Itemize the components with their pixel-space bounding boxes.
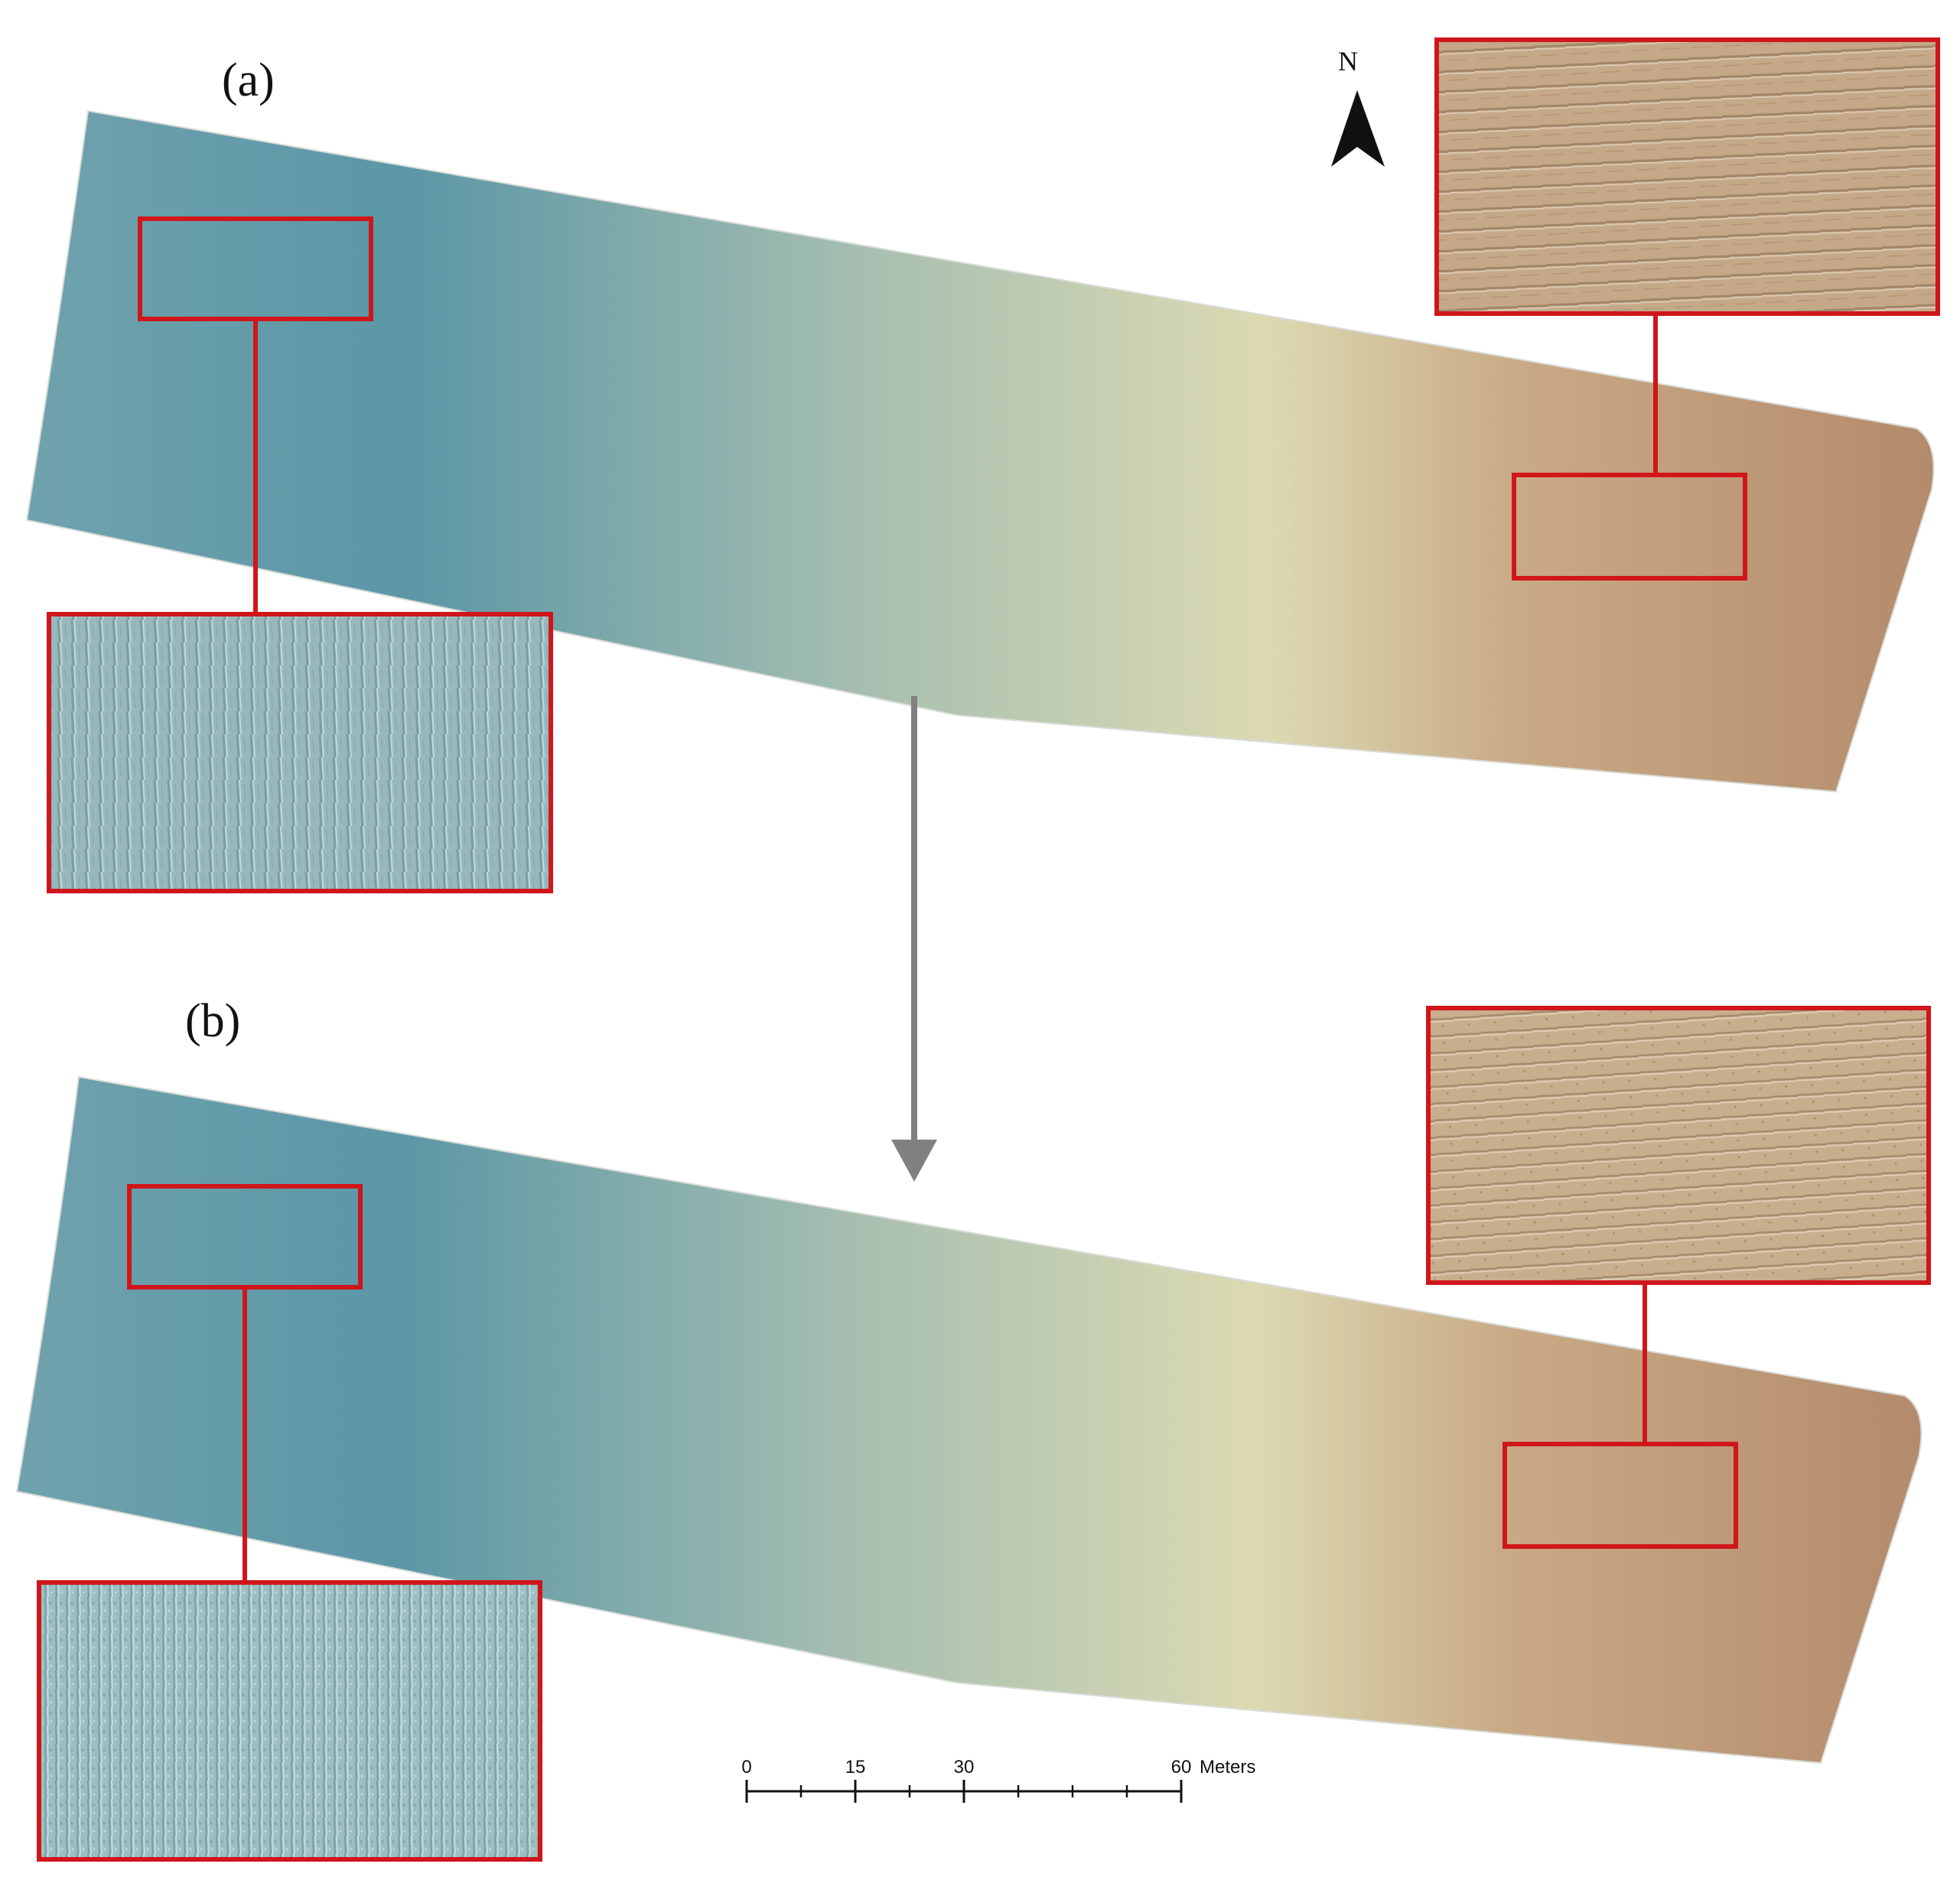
panel-b-label: (b) (185, 995, 240, 1047)
scale-tick-0: 0 (741, 1757, 751, 1778)
north-arrow-icon: N (1331, 46, 1385, 167)
scale-tick-15: 15 (845, 1757, 866, 1778)
panel-b: (b) (15, 995, 1931, 1862)
scale-unit: Meters (1200, 1757, 1255, 1778)
inset-a-left (47, 612, 553, 893)
dem-field-b (15, 1075, 1923, 1765)
highlight-box-b-right (1503, 1442, 1738, 1549)
panel-a-label: (a) (222, 54, 275, 106)
dem-field-a (25, 109, 1935, 793)
inset-a-right (1434, 37, 1940, 316)
highlight-box-a-right (1512, 473, 1747, 581)
scale-tick-30: 30 (954, 1757, 975, 1778)
north-letter: N (1338, 46, 1358, 76)
panel-a: (a) (25, 37, 1940, 893)
inset-b-left (37, 1580, 542, 1862)
inset-b-right (1426, 1006, 1931, 1285)
scale-bar: 0 15 30 60 Meters (741, 1757, 1255, 1803)
flow-arrow-icon (891, 696, 937, 1182)
scale-tick-60: 60 (1171, 1757, 1192, 1778)
